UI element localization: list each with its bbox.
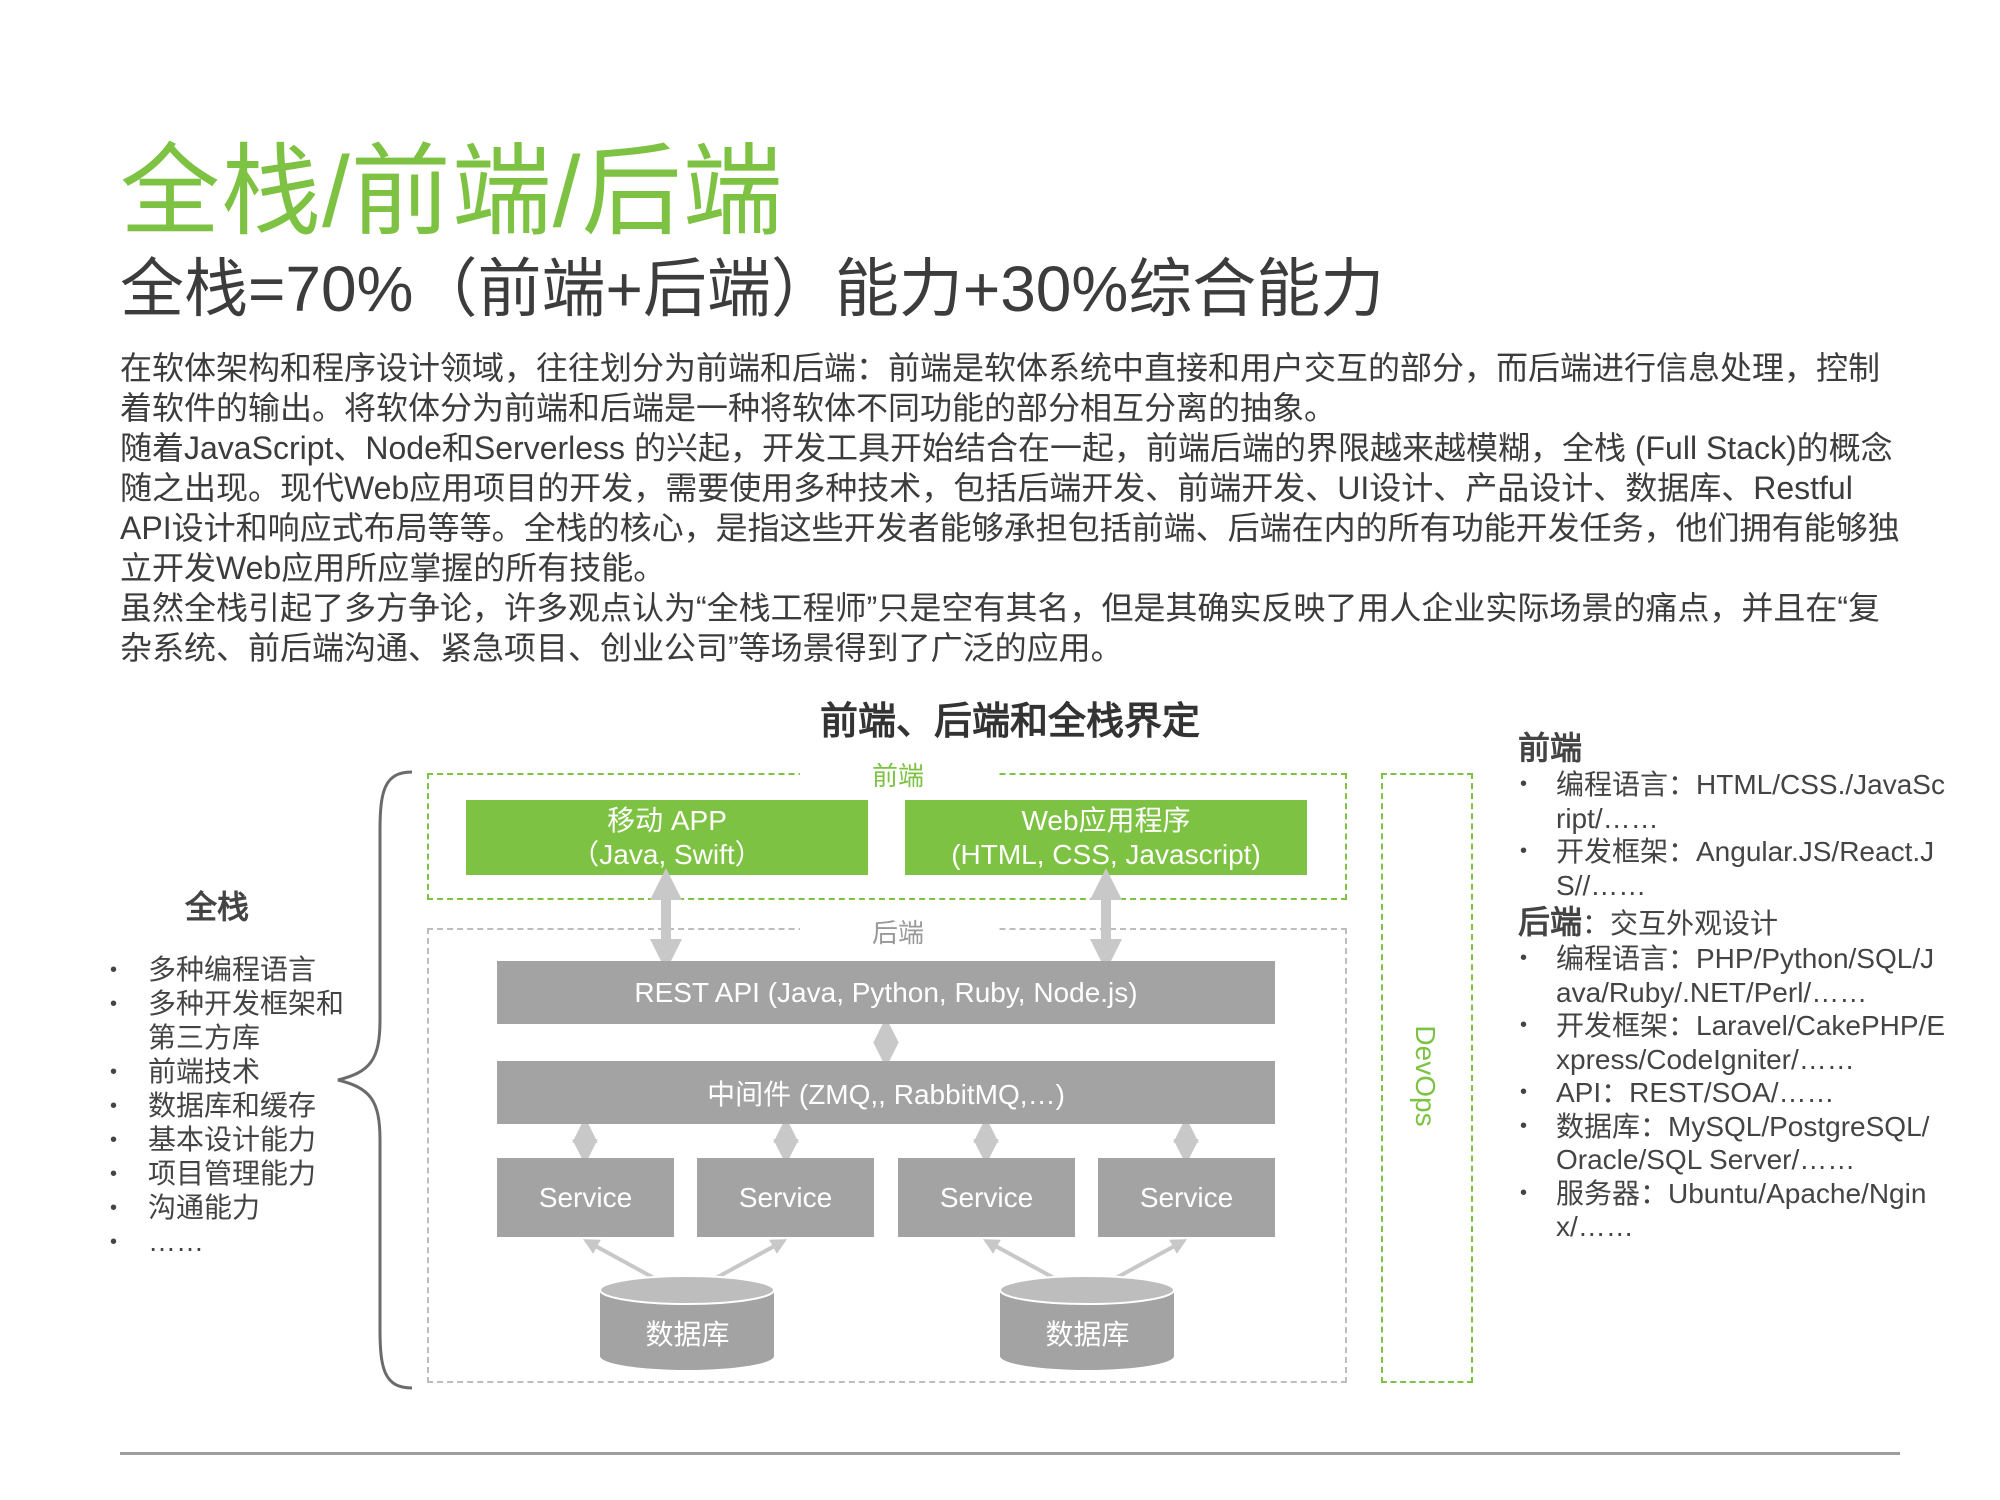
devops-label: DevOps: [1410, 1025, 1441, 1127]
database-icon: [599, 1275, 775, 1370]
database-label: 数据库: [1045, 1319, 1130, 1350]
list-item: 编程语言：PHP/Python/SQL/Java/Ruby/.NET/Perl/…: [1518, 942, 1948, 1009]
diagram-title: 前端、后端和全栈界定: [819, 701, 1200, 743]
service-block: Service: [1098, 1158, 1275, 1237]
frontend-area-label: 前端: [800, 756, 996, 793]
footer-divider: [120, 1452, 1900, 1455]
database-icon: [999, 1275, 1175, 1370]
rest-api-block: REST API (Java, Python, Ruby, Node.js): [497, 961, 1275, 1024]
intro-text: 在软体架构和程序设计领域，往往划分为前端和后端：前端是软体系统中直接和用户交互的…: [120, 348, 1900, 668]
list-item: 多种编程语言: [108, 953, 358, 987]
backend-area-label: 后端: [800, 913, 996, 950]
database-label: 数据库: [645, 1319, 730, 1350]
service-block: Service: [697, 1158, 874, 1237]
list-item: 基本设计能力: [108, 1123, 358, 1157]
intro-paragraph: 随着JavaScript、Node和Serverless 的兴起，开发工具开始结…: [120, 430, 1900, 586]
role-details: 前端 编程语言：HTML/CSS./JavaScript/…… 开发框架：Ang…: [1518, 728, 1948, 1244]
devops-area: [1381, 773, 1473, 1383]
list-item: 开发框架：Angular.JS/React.JS//……: [1518, 835, 1948, 902]
service-block: Service: [898, 1158, 1075, 1237]
list-item: 数据库和缓存: [108, 1089, 358, 1123]
frontend-heading: 前端: [1518, 730, 1583, 766]
page-subtitle: 全栈=70%（前端+后端）能力+30%综合能力: [120, 253, 1385, 325]
list-item: 数据库：MySQL/PostgreSQL/Oracle/SQL Server/……: [1518, 1110, 1948, 1177]
middleware-block: 中间件 (ZMQ,, RabbitMQ,…): [497, 1061, 1275, 1124]
list-item: 沟通能力: [108, 1191, 358, 1225]
list-item: 项目管理能力: [108, 1157, 358, 1191]
list-item: 编程语言：HTML/CSS./JavaScript/……: [1518, 768, 1948, 835]
page-title: 全栈/前端/后端: [120, 136, 784, 248]
intro-paragraph: 在软体架构和程序设计领域，往往划分为前端和后端：前端是软体系统中直接和用户交互的…: [120, 350, 1881, 426]
intro-paragraph: 虽然全栈引起了多方争论，许多观点认为“全栈工程师”只是空有其名，但是其确实反映了…: [120, 590, 1880, 666]
backend-heading-desc: ：交互外观设计: [1582, 908, 1779, 939]
backend-list: 编程语言：PHP/Python/SQL/Java/Ruby/.NET/Perl/…: [1518, 942, 1948, 1244]
mobile-app-tech: （Java, Swift）: [571, 838, 763, 870]
list-item: 前端技术: [108, 1055, 358, 1089]
fullstack-list: 多种编程语言 多种开发框架和第三方库 前端技术 数据库和缓存 基本设计能力 项目…: [108, 953, 358, 1259]
web-app-title: Web应用程序: [1021, 804, 1191, 836]
backend-heading: 后端: [1518, 904, 1583, 940]
list-item: 服务器：Ubuntu/Apache/Nginx/……: [1518, 1177, 1948, 1244]
list-item: 开发框架：Laravel/CakePHP/Express/CodeIgniter…: [1518, 1009, 1948, 1076]
list-item: API：REST/SOA/……: [1518, 1076, 1948, 1110]
fullstack-heading: 全栈: [185, 889, 250, 925]
web-app-block: Web应用程序 (HTML, CSS, Javascript): [905, 800, 1307, 875]
backend-heading-line: 后端 ：交互外观设计: [1518, 902, 1948, 942]
list-item: 多种开发框架和第三方库: [108, 987, 358, 1055]
list-item: ……: [108, 1225, 358, 1259]
mobile-app-title: 移动 APP: [607, 804, 727, 836]
service-block: Service: [497, 1158, 674, 1237]
frontend-list: 编程语言：HTML/CSS./JavaScript/…… 开发框架：Angula…: [1518, 768, 1948, 902]
mobile-app-block: 移动 APP （Java, Swift）: [466, 800, 868, 875]
web-app-tech: (HTML, CSS, Javascript): [951, 838, 1261, 870]
